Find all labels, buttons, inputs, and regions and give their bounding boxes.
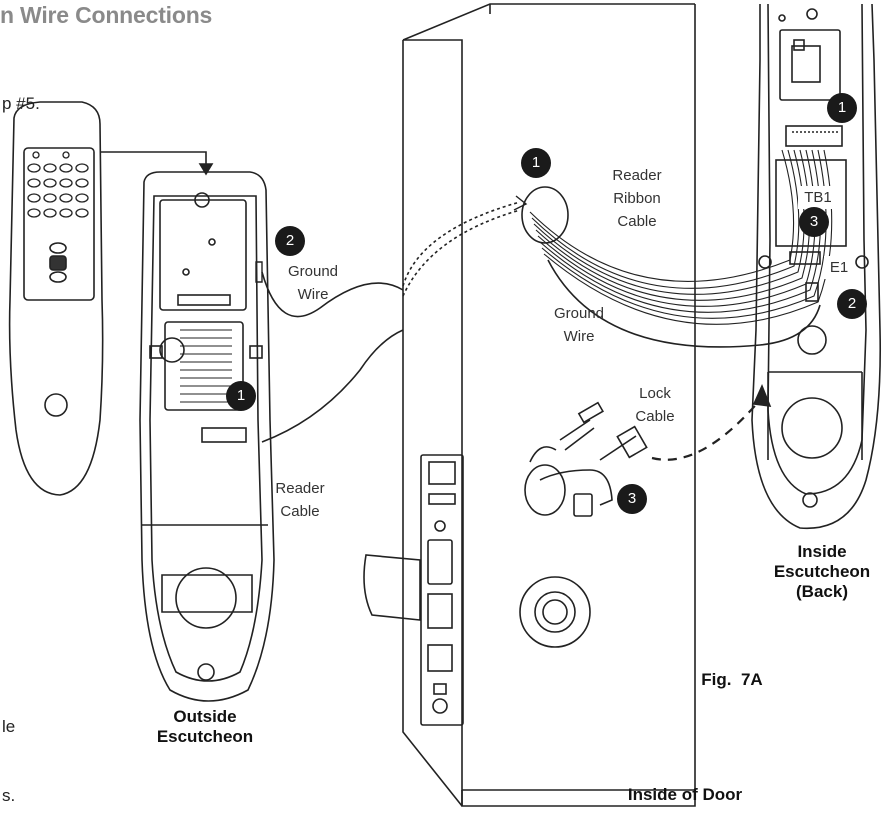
connector-arrow	[100, 151, 207, 170]
lock-cable	[529, 383, 772, 517]
inside-escutcheon	[751, 3, 882, 530]
intro-fragment: p #5.	[2, 94, 40, 113]
page-title: n Wire Connections	[0, 2, 213, 28]
step-marker-outside-ground: 2	[275, 226, 305, 256]
e1-label: E1	[824, 256, 854, 279]
step-marker-outside-reader: 1	[226, 381, 256, 411]
step-marker-inside-tb1: 3	[799, 207, 829, 237]
step-marker-door-lock-cable: 3	[617, 484, 647, 514]
step-marker-door-ribbon: 1	[521, 148, 551, 178]
step-marker-inside-e1: 2	[837, 289, 867, 319]
inside-of-door-caption: Inside of Door	[627, 785, 743, 804]
door	[363, 3, 696, 807]
figure-caption: Fig. 7A	[701, 670, 763, 689]
step-marker-inside-top: 1	[827, 93, 857, 123]
tb1-label: TB1	[798, 186, 838, 209]
footer-fragment-2: s.	[2, 786, 16, 805]
keypad-device	[8, 101, 104, 496]
footer-fragment-1: le	[2, 717, 16, 736]
outside-escutcheon	[139, 171, 275, 702]
